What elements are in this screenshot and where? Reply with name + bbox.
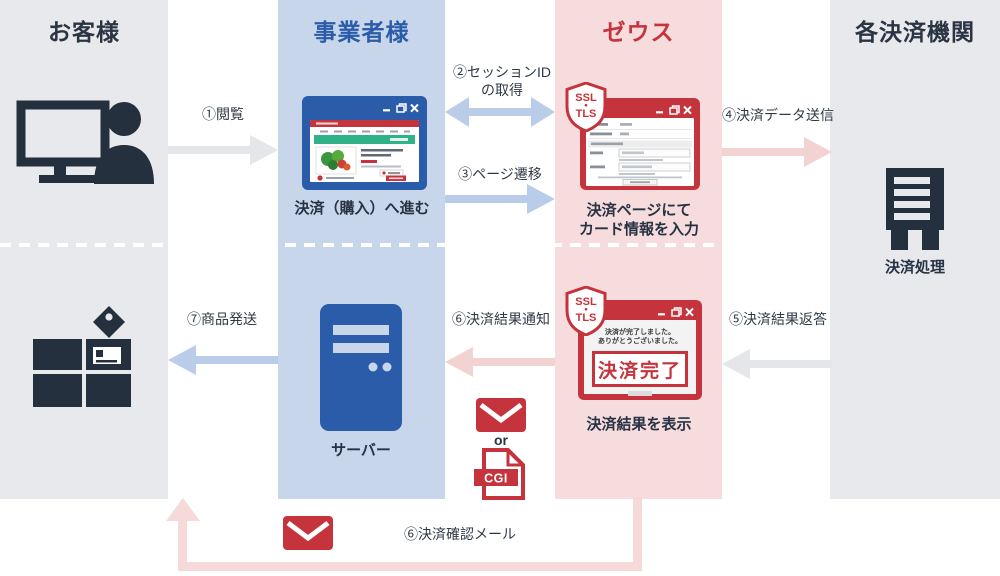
- caption-processing: 決済処理: [884, 259, 946, 276]
- mail-path-vertical-right: [633, 497, 642, 563]
- result-message-line2: ありがとうございました。: [598, 338, 682, 345]
- mail-envelope-icon: [283, 516, 333, 550]
- card-form-content: [586, 118, 694, 186]
- arrow-resultnotify-left: [445, 347, 555, 377]
- step-label-senddata: ④決済データ送信: [722, 107, 834, 123]
- mail-path-vertical-left: [178, 520, 187, 571]
- caption-server: サーバー: [331, 442, 391, 459]
- step-label-session-1: ②セッションID: [453, 64, 551, 80]
- column-title-customer: お客様: [48, 19, 120, 45]
- arrow-browse-right: [168, 135, 278, 165]
- step-label-confirm-mail: ⑥決済確認メール: [404, 526, 516, 542]
- tls-text: TLS: [576, 108, 597, 120]
- mail-path-horizontal: [178, 562, 642, 571]
- step-label-browse: ①閲覧: [202, 106, 244, 122]
- window-controls-icon: [656, 105, 692, 115]
- mail-path-arrowhead-up: [166, 498, 200, 521]
- caption-proceed: 決済（購入）へ進む: [294, 200, 430, 217]
- arrow-session-double: [445, 97, 555, 127]
- payment-institution-building-icon: [886, 168, 944, 250]
- ssl-text: SSL: [575, 92, 597, 104]
- column-title-zeus: ゼウス: [602, 19, 675, 45]
- customer-monitor-person-icon: [16, 100, 154, 184]
- ssl-tls-shield-icon: SSL TLS: [565, 286, 607, 336]
- arrow-ship-left: [168, 345, 278, 375]
- result-window-content: 決済が完了しました。 ありがとうございました。 決済完了: [584, 320, 696, 396]
- packages-shipping-icon: [33, 306, 131, 407]
- window-controls-icon: [658, 307, 694, 317]
- result-button-bar: [628, 391, 652, 396]
- or-label: or: [494, 432, 508, 448]
- window-controls-icon: [383, 103, 419, 113]
- cgi-file-icon: CGI: [474, 448, 525, 500]
- arrow-resultreply-left: [722, 349, 832, 379]
- step-label-session-2: の取得: [481, 82, 523, 98]
- arrow-senddata-right: [722, 137, 832, 167]
- column-customer-bg: [0, 0, 168, 499]
- step-label-ship: ⑦商品発送: [187, 311, 257, 327]
- dashed-divider: [0, 243, 722, 247]
- step-label-pagemove: ③ページ遷移: [458, 166, 542, 182]
- column-institution-bg: [830, 0, 1000, 499]
- column-title-institution: 各決済機関: [855, 19, 975, 45]
- shop-page-content: [310, 120, 419, 182]
- stamp-text: 決済完了: [597, 360, 682, 382]
- step-label-resultnotify: ⑥決済結果通知: [452, 311, 550, 327]
- ssl-tls-shield-icon: SSL TLS: [565, 82, 607, 132]
- tls-text: TLS: [576, 312, 597, 324]
- cgi-text: CGI: [484, 472, 508, 486]
- shop-browser-window: [302, 96, 427, 190]
- caption-cardpage-1: 決済ページにて: [586, 202, 692, 219]
- column-title-merchant: 事業者様: [313, 19, 410, 45]
- result-message-line1: 決済が完了しました。: [605, 329, 675, 336]
- payment-complete-stamp: 決済完了: [592, 351, 688, 387]
- caption-cardpage-2: カード情報を入力: [578, 221, 700, 238]
- step-label-resultreply: ⑤決済結果返答: [729, 311, 827, 327]
- server-icon: [320, 304, 402, 431]
- caption-show-result: 決済結果を表示: [586, 416, 692, 433]
- payment-result-window: 決済が完了しました。 ありがとうございました。 決済完了: [578, 300, 702, 400]
- arrow-pagemove-right: [445, 184, 555, 214]
- ssl-text: SSL: [575, 296, 597, 308]
- mail-envelope-icon: [476, 398, 526, 432]
